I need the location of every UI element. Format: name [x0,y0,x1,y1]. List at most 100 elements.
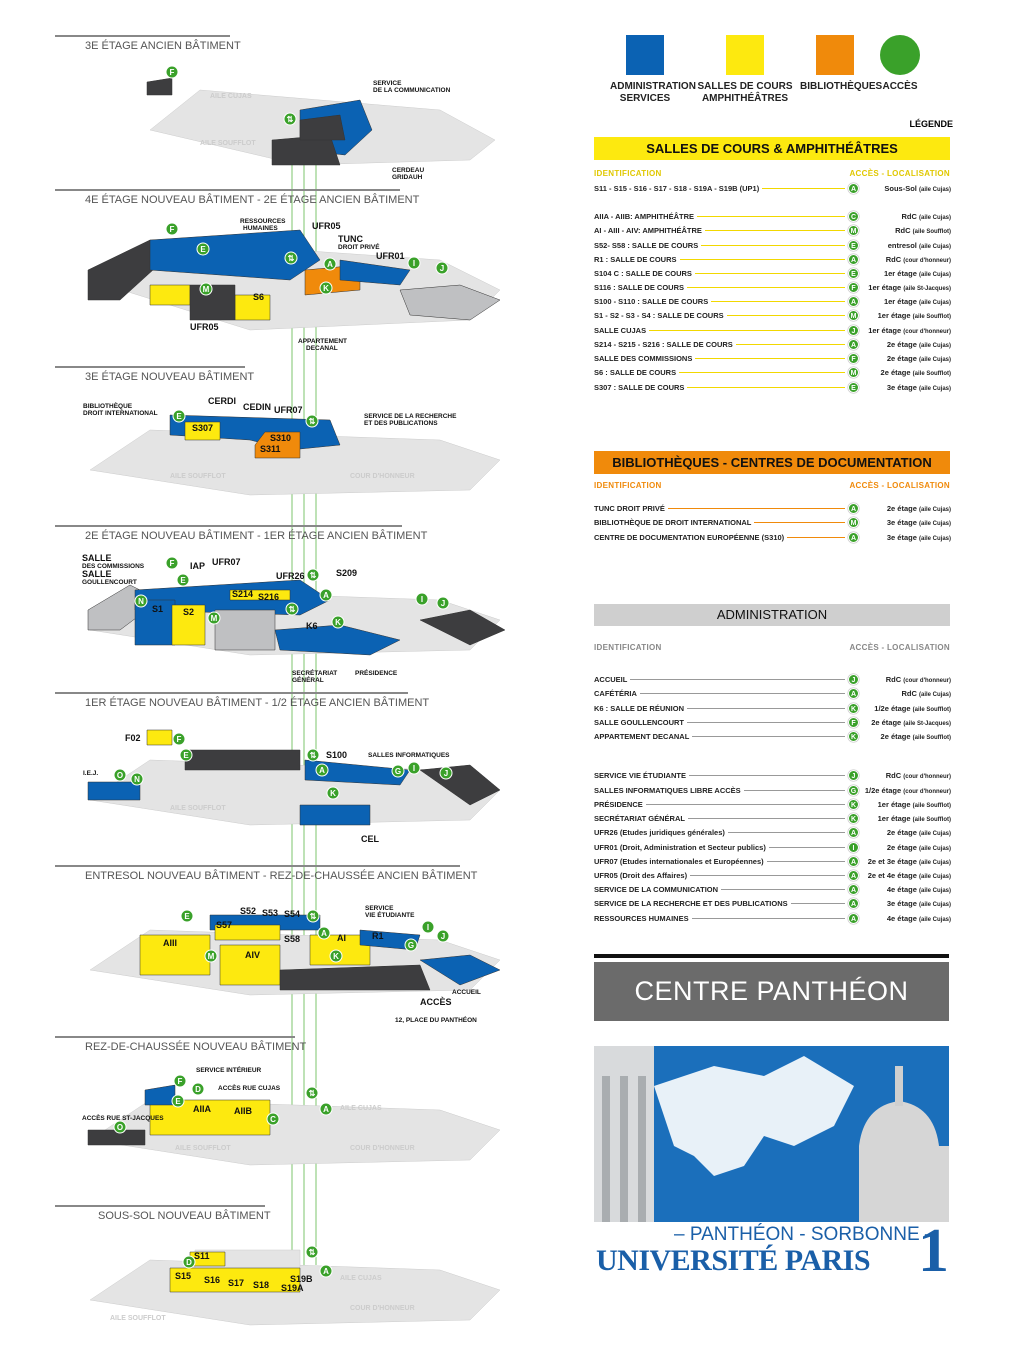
access-marker: ⇅ [305,1245,319,1259]
access-letter: A [323,591,329,600]
leader-line [697,215,845,217]
plan-label: S19B [290,1274,313,1284]
row-location: 2e et 4e étage (aile Cujas) [859,871,951,880]
location-floor: entresol [887,240,917,250]
location-wing: (aile Cujas) [918,506,951,513]
row-label: RESSOURCES HUMAINES [594,913,689,923]
location-floor: 1er étage [877,310,911,320]
row-label: S116 : SALLE DE COURS [594,282,685,292]
plan-label: IAP [190,561,205,571]
location-floor: RdC [885,254,902,264]
leader-line [691,917,845,919]
row-label: SECRÉTARIAT GÉNÉRAL [594,813,685,823]
plan-label: ET DES PUBLICATIONS [364,420,438,427]
row-label: S1 - S2 - S3 - S4 : SALLE DE COURS [594,310,724,320]
plan-label: S214 [232,589,253,599]
access-marker: M [848,516,859,528]
plan-label: ACCÈS RUE CUJAS [218,1083,281,1092]
access-marker: F [165,65,179,79]
access-marker: M [204,949,218,963]
row-label: UFR01 (Droit, Administration et Secteur … [594,842,766,852]
legend-title: LÉGENDE [909,119,953,129]
building-block [146,729,173,746]
access-marker: F [172,732,186,746]
row-location: 3e étage (aile Cujas) [859,899,951,908]
row-location: 1er étage (aile Cujas) [859,297,951,306]
row-location: RdC (aile Soufflot) [859,226,951,235]
plan-label: GÉNÉRAL [292,675,324,684]
location-floor: 1er étage [877,813,911,823]
building-block [184,421,221,441]
access-letter: K [333,952,339,961]
plan-label: ACCÈS [420,997,452,1007]
access-marker: O [113,1120,127,1134]
access-marker: ⇅ [284,251,298,265]
access-marker: F [165,556,179,570]
location-wing: (aile Soufflot) [912,816,951,823]
location-floor: 3e étage [886,898,917,908]
leader-line [743,789,845,791]
centre-title: CENTRE PANTHÉON [594,962,949,1021]
access-marker: J [436,596,450,610]
access-marker: I [407,761,421,775]
access-marker: A [317,926,331,940]
row-label: BIBLIOTHÈQUE DE DROIT INTERNATIONAL [594,517,752,527]
row-location: 1er étage (aile Soufflot) [859,311,951,320]
location-wing: (aile Cujas) [918,342,951,349]
plan-label: DROIT INTERNATIONAL [83,410,158,417]
plan-label: S15 [175,1271,191,1281]
legend-label: SALLES DE COURS AMPHITHÉÂTRES [697,81,793,104]
building-block [169,1267,301,1293]
leader-line [701,244,845,246]
access-marker: A [848,912,859,924]
building-block [304,759,411,786]
cours-title: SALLES DE COURS & AMPHITHÉÂTRES [594,137,950,160]
plan-label: I.E.J. [83,770,98,777]
access-marker: C [266,1112,280,1126]
access-marker: J [439,766,453,780]
location-floor: RdC [885,674,902,684]
row-label: SALLE CUJAS [594,325,647,335]
access-marker: A [848,826,859,838]
plan-label: S53 [262,908,278,918]
row-label: SALLE DES COMMISSIONS [594,353,693,363]
row-label: PRÉSIDENCE [594,799,643,809]
access-letter: C [270,1115,276,1124]
legend-item: ADMINISTRATION SERVICES [610,35,696,105]
access-marker: F [173,1074,187,1088]
location-floor: 1er étage [868,282,902,292]
access-marker: K [848,798,859,810]
plan-label: RESSOURCES [240,218,286,225]
plan-label: DES COMMISSIONS [82,563,145,570]
row-label: SALLE GOULLENCOURT [594,717,684,727]
access-letter: J [440,264,444,273]
floor-title: SOUS-SOL NOUVEAU BÂTIMENT [98,1209,271,1222]
location-wing: (aile Soufflot) [912,313,951,320]
location-floor: 2e étage [880,731,911,741]
legend-item: ACCÈS [880,35,920,93]
location-floor: 3e étage [886,382,917,392]
row-label: S100 - S110 : SALLE DE COURS [594,296,709,306]
legend-label: ACCÈS [882,81,918,92]
location-floor: 2e et 3e étage [867,856,917,866]
plan-label: APPARTEMENT [298,338,347,345]
plan-label: S52 [240,906,256,916]
plan-label: AILE CUJAS [210,93,252,100]
row-location: RdC (cour d'honneur) [859,675,951,684]
plan-label: S18 [253,1280,269,1290]
location-wing: (aile Soufflot) [912,706,951,713]
location-floor: 2e et 4e étage [867,870,917,880]
divider [594,954,949,958]
id-label: IDENTIFICATION [594,169,662,178]
access-marker: ⇅ [305,414,319,428]
location-wing: (aile Soufflot) [912,228,951,235]
